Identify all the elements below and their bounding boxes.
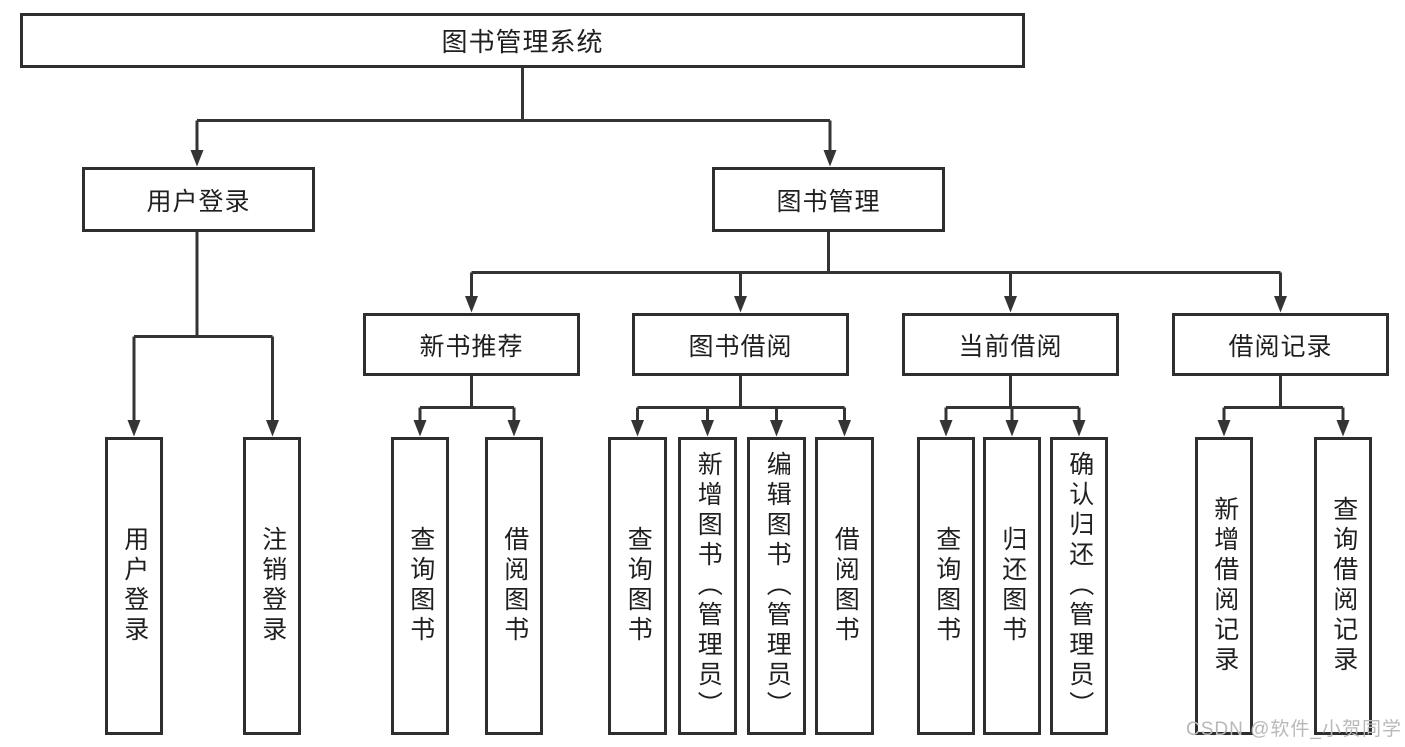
leaf-label: 查询图书 — [406, 526, 435, 646]
leaf-label: 借阅图书 — [500, 526, 529, 646]
leaf-label: 查询借阅记录 — [1329, 496, 1358, 676]
leaf-label: 借阅图书 — [831, 526, 860, 646]
leaf-query-books-recommend: 查询图书 — [391, 437, 449, 735]
leaf-label: 查询图书 — [624, 526, 653, 646]
leaf-borrow-books: 借阅图书 — [815, 437, 874, 735]
arrowhead-icons — [127, 150, 1350, 437]
leaf-label: 新增借阅记录 — [1210, 496, 1239, 676]
leaf-confirm-return-admin: 确认归还（管理员） — [1050, 437, 1108, 735]
node-new-book-recommend: 新书推荐 — [363, 313, 580, 376]
leaf-return-books: 归还图书 — [983, 437, 1041, 735]
leaf-label: 编辑图书（管理员） — [763, 451, 792, 721]
leaf-add-borrow-record: 新增借阅记录 — [1195, 437, 1253, 735]
leaf-query-borrow-record: 查询借阅记录 — [1314, 437, 1372, 735]
node-borrow-records: 借阅记录 — [1172, 313, 1389, 376]
leaf-logout: 注销登录 — [243, 437, 301, 735]
leaf-label: 确认归还（管理员） — [1065, 451, 1094, 721]
leaf-label: 注销登录 — [258, 526, 287, 646]
leaf-label: 新增图书（管理员） — [694, 451, 723, 721]
leaf-user-login: 用户登录 — [105, 437, 163, 735]
node-user-login: 用户登录 — [82, 167, 315, 232]
leaf-query-books-borrowing: 查询图书 — [608, 437, 667, 735]
node-book-management: 图书管理 — [712, 167, 945, 232]
leaf-query-books-current: 查询图书 — [917, 437, 975, 735]
leaf-borrow-books-recommend: 借阅图书 — [485, 437, 543, 735]
leaf-label: 查询图书 — [932, 526, 961, 646]
leaf-label: 归还图书 — [998, 526, 1027, 646]
csdn-watermark: CSDN @软件_小贺同学 — [1186, 719, 1402, 740]
node-book-borrowing: 图书借阅 — [632, 313, 849, 376]
leaf-add-book-admin: 新增图书（管理员） — [678, 437, 737, 735]
node-current-borrowing: 当前借阅 — [902, 313, 1119, 376]
leaf-label: 用户登录 — [120, 526, 149, 646]
leaf-edit-book-admin: 编辑图书（管理员） — [747, 437, 806, 735]
node-library-management-system: 图书管理系统 — [20, 13, 1025, 68]
